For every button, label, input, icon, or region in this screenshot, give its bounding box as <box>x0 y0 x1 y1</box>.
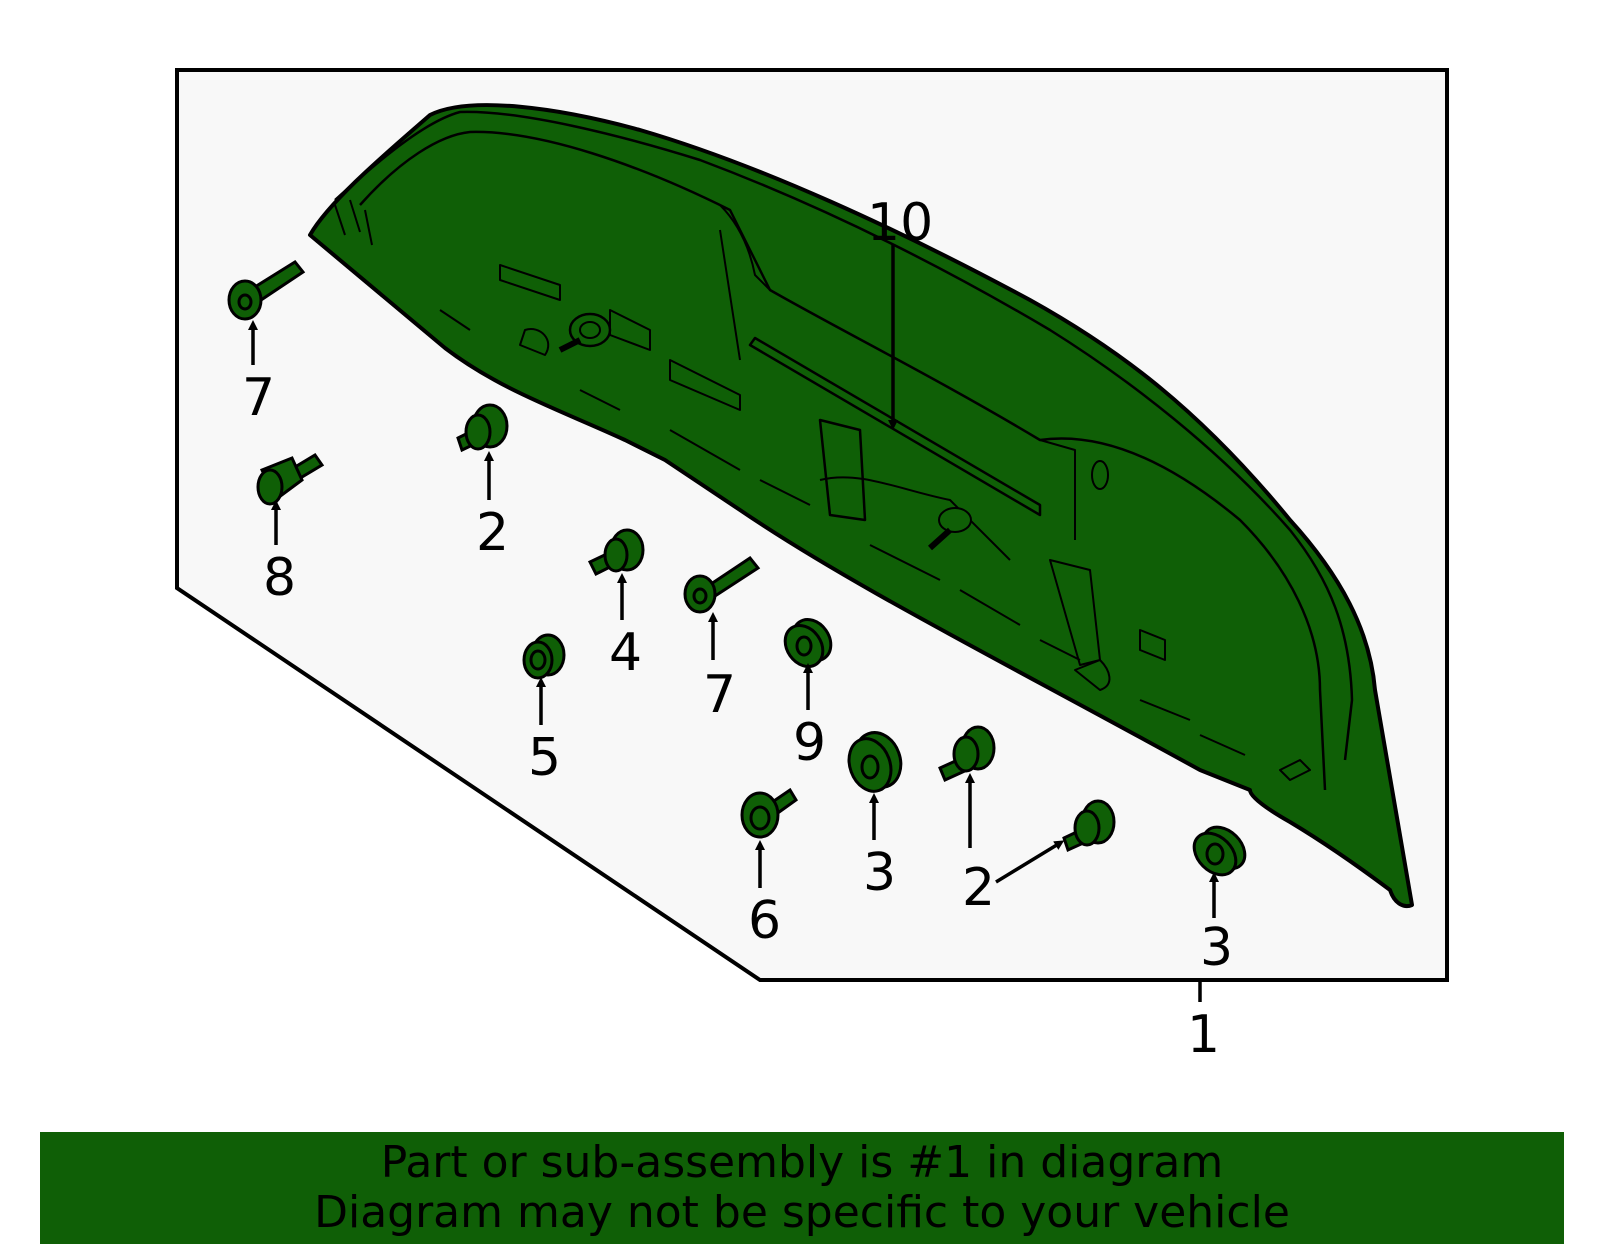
leader-lines <box>248 244 1219 1002</box>
fastener-6 <box>740 787 798 839</box>
fastener-7-lower <box>683 555 761 614</box>
fastener-8 <box>256 452 325 506</box>
fastener-7-upper <box>227 260 306 321</box>
main-panel-part <box>308 103 1414 909</box>
fastener-9 <box>783 618 833 668</box>
fastener-2-lower <box>1062 799 1116 853</box>
callout-3-right: 3 <box>1200 918 1233 978</box>
callout-1: 1 <box>1187 1005 1220 1065</box>
fastener-3-left <box>847 731 903 793</box>
callout-9: 9 <box>793 713 826 773</box>
callout-7-lower: 7 <box>703 665 736 725</box>
fastener-3-right <box>1192 825 1247 877</box>
callout-2-middle: 2 <box>962 858 995 918</box>
fastener-2-upper <box>456 403 509 453</box>
info-banner: Part or sub-assembly is #1 in diagram Di… <box>40 1132 1564 1244</box>
callout-8: 8 <box>263 548 296 608</box>
callout-2-upper: 2 <box>476 503 509 563</box>
callout-10: 10 <box>867 193 933 253</box>
callout-6: 6 <box>748 891 781 951</box>
callout-3-left: 3 <box>863 843 896 903</box>
banner-line-2: Diagram may not be specific to your vehi… <box>314 1187 1290 1238</box>
callout-5: 5 <box>528 728 561 788</box>
callout-7-upper: 7 <box>242 368 275 428</box>
banner-line-1: Part or sub-assembly is #1 in diagram <box>380 1137 1224 1188</box>
fastener-2-middle <box>938 725 996 783</box>
fastener-4 <box>587 528 645 577</box>
callout-4: 4 <box>609 623 642 683</box>
